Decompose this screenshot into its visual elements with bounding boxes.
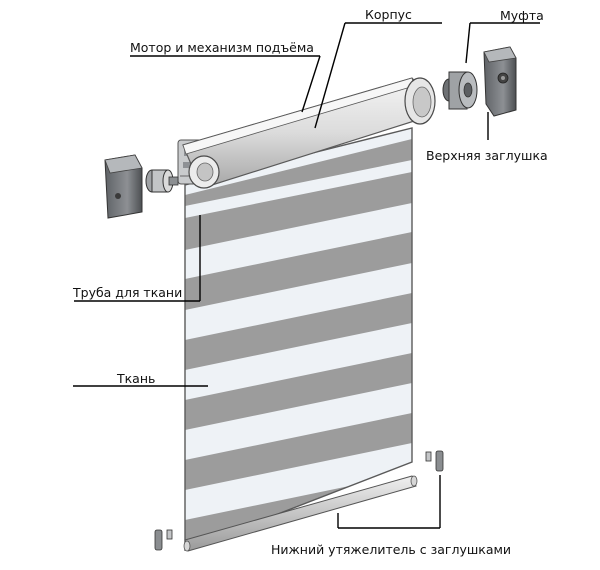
label-mufta: Муфта bbox=[500, 8, 544, 23]
bottom-weight-bar bbox=[183, 475, 418, 552]
leader-motor-drop bbox=[301, 55, 321, 113]
fabric-stripes bbox=[185, 128, 412, 520]
bottom-end-caps bbox=[154, 450, 444, 551]
fabric-panel bbox=[184, 127, 413, 552]
left-plug bbox=[145, 169, 179, 193]
leader-mufta-drop bbox=[465, 22, 471, 64]
label-tube: Труба для ткани bbox=[73, 285, 183, 300]
housing bbox=[182, 77, 436, 189]
label-bottom-weight: Нижний утяжелитель с заглушками bbox=[271, 542, 512, 557]
label-motor: Мотор и механизм подъёма bbox=[130, 40, 314, 55]
left-end-cap bbox=[104, 154, 143, 219]
leader-lines bbox=[73, 22, 540, 529]
label-top-cap: Верхняя заглушка bbox=[426, 148, 548, 163]
top-end-cap bbox=[483, 46, 517, 117]
leader-corpus-drop bbox=[314, 22, 346, 129]
label-fabric: Ткань bbox=[117, 371, 156, 386]
label-corpus: Корпус bbox=[365, 7, 412, 22]
coupling bbox=[442, 71, 478, 110]
